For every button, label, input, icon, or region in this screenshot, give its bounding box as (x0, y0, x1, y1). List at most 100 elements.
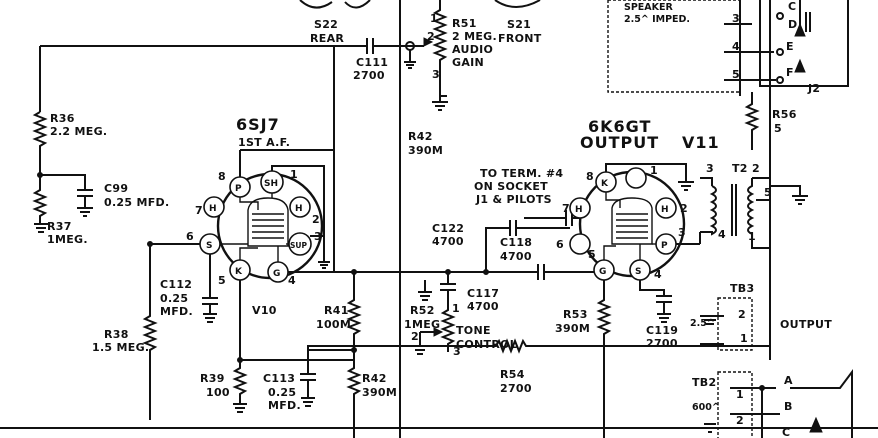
capacitor-c99: C99 0.25 MFD. (77, 182, 169, 217)
r36-value: 2.2 MEG. (50, 125, 107, 138)
v11-pin-s: S (635, 267, 641, 277)
v11-pin-h-left: H (575, 205, 583, 215)
v11-pinnum-4: 4 (654, 268, 662, 281)
v11-function: OUTPUT (580, 133, 659, 152)
v10-pin-k: K (235, 267, 243, 277)
s21-ref: S21 (507, 18, 531, 31)
r51-ref: R51 (452, 17, 477, 30)
r51-function-1: AUDIO (452, 43, 493, 56)
v10-pinnum-7: 7 (195, 204, 203, 217)
capacitor-c118: C118 4700 (485, 220, 570, 272)
v11-pin-g: G (599, 267, 606, 277)
j2-ref: J2 (807, 82, 820, 95)
v10-pinnum-4: 4 (288, 274, 296, 287)
r39-value: 100 (206, 386, 230, 399)
c118-value: 4700 (500, 250, 532, 263)
c111-value: 2700 (353, 69, 385, 82)
c122-ref: C122 (432, 222, 464, 235)
v10-pin-s: S (206, 241, 212, 251)
resistor-r56: R56 5 (744, 92, 797, 150)
c112-ref: C112 (160, 278, 192, 291)
v10-pinnum-6: 6 (186, 230, 194, 243)
s21-name: FRONT (498, 32, 542, 45)
tb2-contact-b: B (784, 400, 793, 413)
r36-ref: R36 (50, 112, 75, 125)
v11-pinnum-2: 2 (680, 202, 688, 215)
t2-pin4: 4 (718, 228, 726, 241)
r52-ref: R52 (410, 304, 435, 317)
v10-ref: V10 (252, 304, 277, 317)
r56-ref: R56 (772, 108, 797, 121)
resistor-r53: R53 390M (555, 280, 612, 438)
note-term-4: TO TERM. #4 ON SOCKET J1 & PILOTS (474, 167, 563, 206)
capacitor-c119: C119 2700 (646, 295, 678, 350)
tb2-contact-a: A (784, 374, 793, 387)
resistor-r51: 1 2 3 R51 2 MEG. AUDIO GAIN (423, 0, 497, 111)
tb2-ref: TB2 (692, 376, 716, 389)
v11-pinnum-1: 1 (650, 164, 658, 177)
v11-pinnum-3: 3 (678, 226, 686, 239)
tb2-term-2: 2 (736, 414, 744, 427)
c112-value-2: MFD. (160, 305, 193, 318)
terminal-block-tb3: TB3 OUTPUT 2.5^ 2 1 (690, 282, 832, 351)
c119-ref: C119 (646, 324, 678, 337)
r41-value: 390M (362, 386, 397, 399)
r54-ref: R54 (500, 368, 525, 381)
r56-value: 5 (774, 122, 782, 135)
capacitor-c111: C111 2700 (353, 38, 424, 82)
v10-function: 1ST A.F. (238, 136, 290, 149)
r52-pin2: 2 (411, 330, 419, 343)
r51-pin3: 3 (432, 68, 440, 81)
c117-ref: C117 (467, 287, 499, 300)
r39-ref: R39 (200, 372, 225, 385)
r51-function-2: GAIN (452, 56, 484, 69)
v11-pin-p: P (661, 241, 668, 251)
r52-pin1: 1 (452, 302, 460, 315)
r54-value: 2700 (500, 382, 532, 395)
v10-pin-p: P (235, 184, 242, 194)
v11-pinnum-7: 7 (562, 202, 570, 215)
tb3-label: OUTPUT (780, 318, 832, 331)
capacitor-c122: C122 4700 (432, 210, 590, 248)
j2-contact-d: D (788, 18, 797, 31)
resistor-r40: R41 100M (316, 269, 362, 350)
resistor-r54: R54 2700 (307, 338, 770, 395)
c117-value: 4700 (467, 300, 499, 313)
tb3-term-1: 1 (740, 332, 748, 345)
r52-pin3: 3 (453, 345, 461, 358)
s22-ref: S22 (314, 18, 338, 31)
r40-ref: R41 (324, 304, 349, 317)
switch-s22: S22 REAR (299, 0, 371, 45)
s22-name: REAR (310, 32, 344, 45)
tube-v10: 6SJ7 1ST A.F. P SH H H S SUP K G 8 1 7 2… (186, 115, 324, 317)
r37-value: 1MEG. (47, 233, 88, 246)
c99-value: 0.25 MFD. (104, 196, 169, 209)
tb2-term-1: 1 (736, 388, 744, 401)
r40-value: 100M (316, 318, 351, 331)
note-line-1: TO TERM. #4 (480, 167, 563, 180)
r52-value: 1MEG (404, 318, 440, 331)
c119-value: 2700 (646, 337, 678, 350)
tube-v11: 6K6GT OUTPUT V11 K H H P G S 8 1 7 2 3 6… (556, 117, 719, 281)
j2-term-4: 4 (732, 40, 740, 53)
resistor-r39: R39 100 (200, 360, 248, 413)
t2-ref: T2 (732, 162, 748, 175)
c118-ref: C118 (500, 236, 532, 249)
r42-ref: R42 (408, 130, 433, 143)
resistor-r36: R36 2.2 MEG. (32, 111, 107, 175)
r38-ref: R38 (104, 328, 129, 341)
v11-pinnum-6: 6 (556, 238, 564, 251)
note-line-2: ON SOCKET (474, 180, 548, 193)
j2-term-3: 3 (732, 12, 740, 25)
v10-pinnum-8: 8 (218, 170, 226, 183)
v10-pin-h-left: H (209, 204, 217, 214)
v10-pin-h-right: H (295, 204, 303, 214)
r41-ref: R42 (362, 372, 387, 385)
c122-value: 4700 (432, 235, 464, 248)
c112-value-1: 0.25 (160, 292, 188, 305)
j2-term-5: 5 (732, 68, 740, 81)
c99-ref: C99 (104, 182, 128, 195)
v10-pin-g: G (273, 269, 280, 279)
v10-pinnum-5: 5 (218, 274, 226, 287)
